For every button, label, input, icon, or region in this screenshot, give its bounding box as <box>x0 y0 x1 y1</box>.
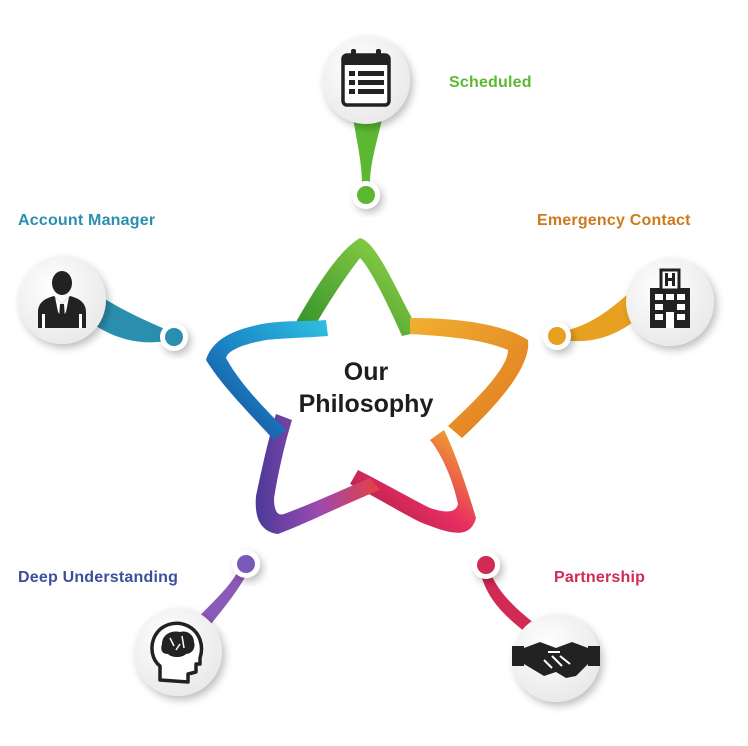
calendar-icon <box>341 49 391 107</box>
label-deep-understanding: Deep Understanding <box>18 569 179 586</box>
businessman-icon <box>38 271 86 328</box>
center-title-line1: Our <box>343 358 389 386</box>
connector-account <box>96 296 172 343</box>
node-deep <box>134 608 222 696</box>
star-segment-purple <box>255 414 380 534</box>
head-brain-icon <box>150 621 204 684</box>
label-emergency-contact: Emergency Contact <box>537 212 691 229</box>
handshake-icon <box>512 642 600 678</box>
connector-dot-scheduled-inner <box>357 186 375 204</box>
connector-deep <box>196 568 248 628</box>
star-segment-green <box>296 238 420 336</box>
connector-dot-account-inner <box>165 328 183 346</box>
star-segment-orange <box>410 318 529 438</box>
hospital-building-icon <box>650 268 690 328</box>
connector-partnership <box>482 572 540 636</box>
star-segment-blue <box>206 320 328 440</box>
label-account-manager: Account Manager <box>18 212 156 229</box>
node-account <box>18 256 106 344</box>
connector-dot-emergency-inner <box>548 327 566 345</box>
label-partnership: Partnership <box>554 569 646 586</box>
label-scheduled: Scheduled <box>449 74 532 91</box>
connector-dot-partnership-inner <box>477 556 495 574</box>
connector-emergency <box>560 292 636 342</box>
star-ribbon <box>206 238 529 534</box>
node-partnership <box>512 614 600 702</box>
connector-dot-deep-inner <box>237 555 255 573</box>
center-title-line2: Philosophy <box>298 390 434 418</box>
center-title: Our Philosophy <box>244 356 488 420</box>
node-scheduled <box>322 36 410 124</box>
star-segment-red <box>350 430 476 533</box>
node-emergency <box>626 258 714 346</box>
connector-scheduled <box>352 110 384 185</box>
